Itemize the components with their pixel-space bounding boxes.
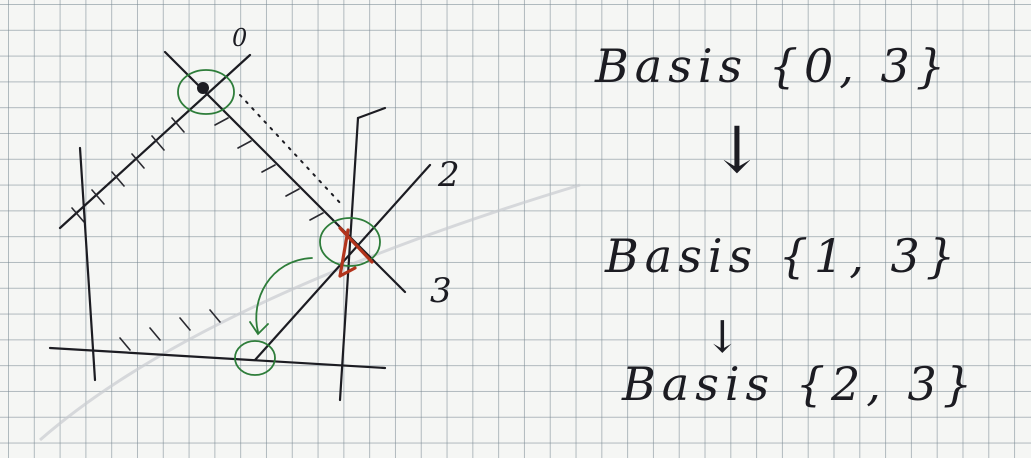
down-arrow-icon-2: ↓: [704, 312, 741, 363]
constraint-hatching-0: [71, 117, 185, 223]
basis-step-1: Basis {0, 3}: [594, 39, 951, 93]
vertex-dot-0: [197, 82, 209, 94]
basis-step-3: Basis {2, 3}: [621, 357, 978, 411]
faint-pencil-stroke: [39, 183, 581, 442]
constraint-hatching-1: [214, 117, 324, 221]
down-arrow-icon: ↓: [710, 114, 764, 188]
dotted-pivot-path: [239, 94, 343, 206]
basis-step-2: Basis {1, 3}: [604, 229, 961, 283]
line-label-3: 3: [430, 271, 452, 311]
constraint-line-3: [338, 116, 360, 402]
bottom-hatching: [119, 309, 221, 351]
constraint-line-3-tick: [356, 106, 387, 120]
red-pivot-mark: [338, 226, 374, 278]
constraint-line-0: [58, 53, 252, 230]
left-axis-line: [78, 146, 97, 382]
bottom-axis-line: [48, 346, 387, 370]
vertex-circle-1: [319, 217, 381, 267]
green-pivot-arrow: [255, 257, 313, 333]
vertex-circle-2: [234, 340, 276, 376]
line-label-0: 0: [232, 24, 247, 52]
vertex-circle-0: [177, 69, 235, 115]
line-label-2: 2: [437, 155, 460, 195]
green-arrow-head: [249, 321, 269, 336]
